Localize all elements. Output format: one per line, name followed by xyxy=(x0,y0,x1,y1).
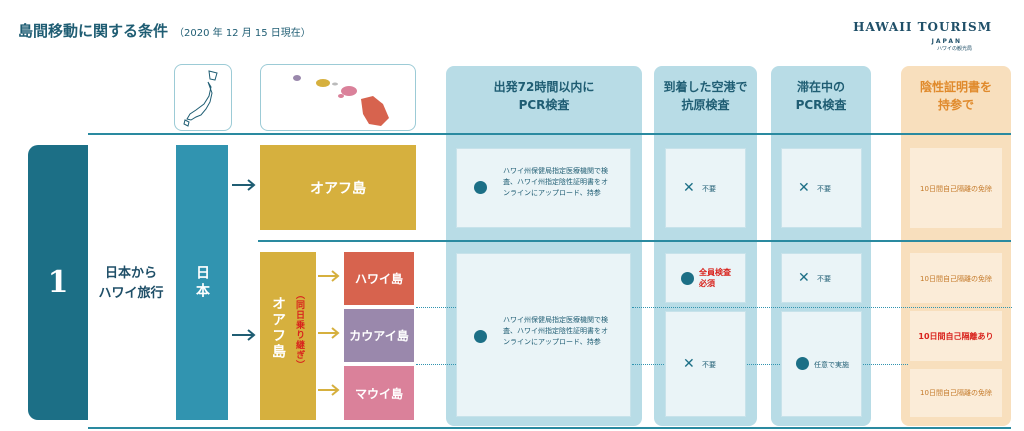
island-oahu-transfer xyxy=(260,252,316,420)
stay-direct-value: 不要 xyxy=(817,185,831,193)
required-dot-icon xyxy=(474,330,487,343)
column-negative-cert xyxy=(901,66,1011,426)
required-dot-icon xyxy=(681,272,694,285)
row-label: 日本から ハワイ旅行 xyxy=(90,264,172,304)
optional-dot-icon xyxy=(796,357,809,370)
arrow-right-icon xyxy=(232,329,256,341)
header-stay-line2: PCR検査 xyxy=(795,98,847,112)
cross-icon: ✕ xyxy=(683,180,695,196)
header-negative-line1: 陰性証明書を xyxy=(919,80,992,94)
origin-japan: 日本 xyxy=(176,145,228,420)
header-pcr72: 出発72時間以内に PCR検査 xyxy=(446,78,642,114)
connector-dotted xyxy=(632,307,1012,308)
arrival-direct-value: 不要 xyxy=(702,185,716,193)
cross-icon: ✕ xyxy=(798,270,810,286)
connector-dotted xyxy=(632,364,908,365)
stay-panel-hawaii xyxy=(781,253,862,303)
cross-icon: ✕ xyxy=(683,356,695,372)
arrival-panel-hawaii xyxy=(665,253,746,303)
header-arrival-line2: 抗原検査 xyxy=(681,98,730,112)
arrival-panel-direct xyxy=(665,148,746,228)
negative-maui-value: 10日間自己隔離の免除 xyxy=(920,389,992,397)
island-maui: マウイ島 xyxy=(344,366,414,420)
arrival-panel-kauai-maui xyxy=(665,311,746,417)
negative-hawaii-value: 10日間自己隔離の免除 xyxy=(920,275,992,283)
required-dot-icon xyxy=(474,181,487,194)
pcr72-desc-transfer: ハワイ州保健局指定医療機関で検査、ハワイ州指定陰性証明書をオンラインにアップロー… xyxy=(503,316,608,346)
stay-hawaii-value: 不要 xyxy=(817,275,831,283)
rule-middle xyxy=(258,240,1011,242)
transfer-note: （同日乗り継ぎ） xyxy=(294,290,304,370)
title-date: （2020 年 12 月 15 日現在） xyxy=(174,28,311,39)
header-arrival: 到着した空港で 抗原検査 xyxy=(654,78,757,114)
arrow-right-icon xyxy=(232,179,256,191)
all-test-line1: 全員検査 xyxy=(699,268,731,277)
header-pcr72-line1: 出発72時間以内に xyxy=(493,80,595,94)
header-negative-line2: 持参で xyxy=(937,98,974,112)
stay-kauai-maui-value: 任意で実施 xyxy=(814,361,849,369)
cross-icon: ✕ xyxy=(798,180,810,196)
page-title: 島間移動に関する条件 （2020 年 12 月 15 日現在） xyxy=(18,20,311,41)
logo-sub: JAPAN xyxy=(931,38,962,45)
negative-panel-direct xyxy=(910,148,1002,228)
arrival-hawaii-value: 全員検査 必須 xyxy=(699,267,731,289)
pcr72-desc-direct: ハワイ州保健局指定医療機関で検査、ハワイ州指定陰性証明書をオンラインにアップロー… xyxy=(503,167,608,197)
negative-kauai-value: 10日間自己隔離あり xyxy=(918,332,994,341)
all-test-line2: 必須 xyxy=(699,279,715,288)
rule-top xyxy=(88,133,1011,135)
row-label-line2: ハワイ旅行 xyxy=(98,286,164,301)
rule-bottom xyxy=(88,427,1011,429)
island-hawaii: ハワイ島 xyxy=(344,252,414,305)
header-negative: 陰性証明書を 持参で xyxy=(901,78,1011,114)
logo-sub2: ハワイの観光局 xyxy=(936,46,972,52)
arrow-right-small-icon xyxy=(318,384,340,396)
row-number: 1 xyxy=(28,145,88,420)
header-pcr72-line2: PCR検査 xyxy=(518,98,570,112)
header-stay: 滞在中の PCR検査 xyxy=(771,78,871,114)
logo: HAWAII TOURISM xyxy=(853,20,992,34)
stay-panel-direct xyxy=(781,148,862,228)
stay-panel-kauai-maui xyxy=(781,311,862,417)
title-text: 島間移動に関する条件 xyxy=(18,22,169,40)
connector-dotted xyxy=(416,364,456,365)
arrow-right-small-icon xyxy=(318,327,340,339)
header-arrival-line1: 到着した空港で xyxy=(663,80,748,94)
arrival-kauai-maui-value: 不要 xyxy=(702,361,716,369)
header-stay-line1: 滞在中の xyxy=(796,80,845,94)
hawaii-map-box xyxy=(260,64,416,131)
negative-panel-kauai xyxy=(910,311,1002,361)
japan-map-box xyxy=(174,64,232,131)
negative-panel-hawaii xyxy=(910,253,1002,303)
oahu-transfer-label: オアフ島 xyxy=(270,296,286,360)
arrow-right-small-icon xyxy=(318,270,340,282)
island-kauai: カウアイ島 xyxy=(344,309,414,362)
connector-dotted xyxy=(416,307,456,308)
row-label-line1: 日本から xyxy=(104,266,157,281)
negative-direct-value: 10日間自己隔離の免除 xyxy=(920,185,992,193)
island-oahu-direct: オアフ島 xyxy=(260,145,416,230)
japan-map-icon xyxy=(183,70,218,127)
negative-panel-maui xyxy=(910,369,1002,417)
hawaii-islands-map-icon xyxy=(293,75,389,126)
